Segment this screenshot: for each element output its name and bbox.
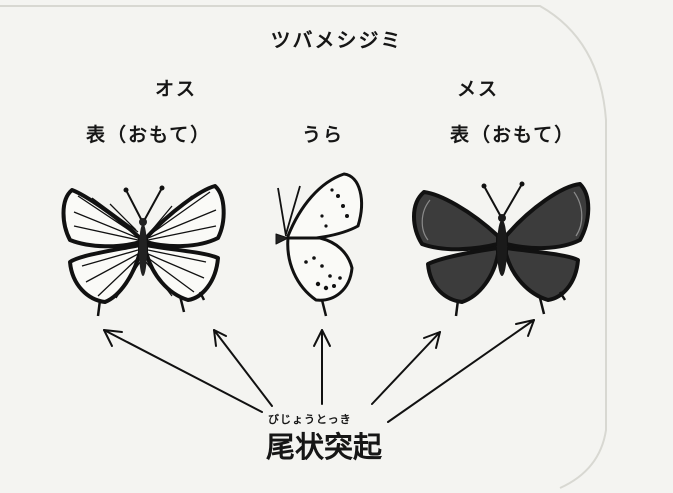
- arrow-to-male-tail-left: [103, 329, 263, 413]
- female-side-label: 表（おもて）: [450, 124, 576, 146]
- caption-ruby: びじょうとっき: [268, 413, 352, 426]
- pointer-arrows: [103, 319, 535, 423]
- diagram-title: ツバメシジミ: [270, 28, 403, 52]
- caption-tail-process: 尾状突起: [266, 430, 383, 464]
- arrow-to-female-tail-left: [371, 331, 441, 405]
- arrow-to-female-tail-right: [387, 319, 535, 423]
- paper-edge: [0, 5, 607, 489]
- female-label: メス: [457, 78, 500, 100]
- arrow-to-male-tail-right: [213, 329, 273, 407]
- female-upperside-butterfly: [412, 181, 591, 317]
- underside-butterfly: [275, 172, 363, 317]
- male-side-label: 表（おもて）: [86, 124, 212, 146]
- male-upperside-butterfly: [61, 184, 226, 317]
- underside-label: うら: [302, 124, 345, 146]
- male-label: オス: [155, 78, 198, 100]
